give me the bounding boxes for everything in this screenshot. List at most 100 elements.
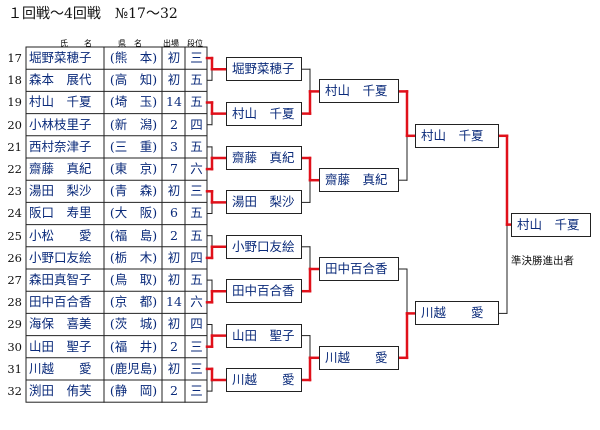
- player-number: 32: [7, 384, 22, 398]
- player-name: 小松 愛: [29, 227, 92, 243]
- player-entries: 3: [170, 138, 178, 154]
- player-prefecture: (三 重): [109, 138, 158, 154]
- winner-box: 川越 愛: [415, 301, 499, 326]
- header-entries: 出場: [163, 39, 179, 48]
- player-number: 20: [7, 117, 22, 132]
- player-prefecture: (大 阪): [109, 205, 158, 221]
- player-entries: 2: [170, 227, 178, 243]
- player-number: 31: [7, 361, 22, 376]
- winner-box: 村山 千夏: [415, 123, 499, 148]
- player-name: 川越 愛: [29, 360, 92, 376]
- player-name: 山田 聖子: [29, 338, 92, 354]
- player-rank: 五: [190, 94, 203, 110]
- player-number: 22: [7, 162, 22, 176]
- winner-box: 村山 千夏: [511, 212, 591, 237]
- player-entries: 14: [166, 294, 182, 310]
- header-prefecture: 県 名: [118, 39, 142, 48]
- player-entries: 初: [167, 316, 181, 332]
- winner-box: 齋藤 真紀: [226, 146, 302, 170]
- player-name: 村山 千夏: [29, 94, 92, 110]
- page-title: １回戦～4回戦 №17～32: [8, 6, 178, 22]
- player-prefecture: (青 森): [109, 183, 158, 199]
- player-rank: 四: [190, 249, 203, 265]
- player-rank: 三: [190, 360, 203, 376]
- player-entries: 初: [167, 50, 181, 65]
- player-entries: 7: [170, 161, 178, 176]
- header-rank: 段位: [187, 39, 203, 48]
- player-prefecture: (熊 本): [109, 50, 158, 65]
- winner-box: 村山 千夏: [319, 79, 399, 104]
- winner-box: 齋藤 真紀: [319, 168, 399, 193]
- player-entries: 初: [167, 249, 181, 265]
- winner-box: 川越 愛: [319, 345, 399, 370]
- player-rank: 五: [190, 138, 203, 154]
- player-name: 小野口友絵: [29, 249, 92, 265]
- player-name: 渕田 侑芙: [29, 383, 92, 398]
- player-number: 21: [7, 139, 22, 154]
- player-number: 24: [7, 206, 22, 221]
- player-prefecture: (埼 玉): [109, 94, 158, 110]
- winner-box: 堀野菜穂子: [226, 57, 302, 82]
- player-name: 湯田 梨沙: [29, 183, 92, 199]
- player-number: 28: [7, 295, 22, 310]
- player-rank: 五: [190, 205, 203, 221]
- player-name: 森田真智子: [29, 272, 92, 287]
- player-prefecture: (京 都): [109, 294, 158, 310]
- player-prefecture: (鳥 取): [109, 272, 158, 287]
- player-number: 30: [7, 339, 22, 354]
- player-name: 小林枝里子: [29, 116, 92, 132]
- winner-box: 田中百合香: [226, 279, 302, 304]
- player-rank: 三: [190, 338, 203, 354]
- winner-box: 村山 千夏: [226, 101, 302, 126]
- winner-box: 川越 愛: [226, 368, 302, 392]
- player-number: 29: [7, 317, 22, 332]
- player-rank: 三: [190, 383, 203, 398]
- player-rank: 五: [190, 72, 203, 88]
- player-name: 齋藤 真紀: [29, 161, 92, 176]
- player-prefecture: (鹿児島): [109, 360, 158, 376]
- player-rank: 五: [190, 227, 203, 243]
- player-prefecture: (新 潟): [109, 116, 158, 132]
- player-prefecture: (東 京): [109, 161, 158, 176]
- player-rank: 三: [190, 50, 203, 65]
- winner-box: 小野口友絵: [226, 234, 302, 259]
- player-name: 堀野菜穂子: [29, 50, 92, 65]
- player-number: 25: [7, 228, 22, 243]
- player-entries: 2: [170, 383, 178, 398]
- player-name: 田中百合香: [29, 294, 92, 310]
- player-prefecture: (福 島): [109, 227, 158, 243]
- player-rank: 四: [190, 116, 203, 132]
- player-rank: 三: [190, 183, 203, 199]
- player-number: 17: [7, 51, 22, 65]
- player-entries: 6: [170, 205, 178, 221]
- player-prefecture: (栃 木): [109, 249, 158, 265]
- player-number: 26: [7, 250, 22, 265]
- winner-box: 湯田 梨沙: [226, 190, 302, 215]
- player-entries: 初: [167, 272, 181, 287]
- player-rank: 四: [190, 316, 203, 332]
- player-entries: 初: [167, 360, 181, 376]
- player-entries: 2: [170, 338, 178, 354]
- player-rank: 六: [190, 161, 203, 176]
- player-entries: 14: [166, 94, 182, 110]
- header-name: 氏 名: [60, 39, 92, 48]
- player-name: 西村奈津子: [29, 138, 92, 154]
- player-prefecture: (高 知): [109, 72, 158, 88]
- player-rank: 五: [190, 272, 203, 287]
- player-name: 阪口 寿里: [29, 205, 92, 221]
- player-rank: 六: [190, 294, 203, 310]
- semifinalist-note: 準決勝進出者: [511, 255, 574, 267]
- player-prefecture: (福 井): [109, 338, 158, 354]
- player-number: 18: [7, 73, 22, 88]
- player-number: 19: [7, 95, 22, 110]
- player-number: 27: [7, 273, 22, 287]
- player-prefecture: (静 岡): [109, 383, 158, 398]
- winner-box: 田中百合香: [319, 257, 399, 281]
- player-name: 海保 喜美: [29, 316, 92, 332]
- player-entries: 初: [167, 183, 181, 199]
- player-name: 森本 展代: [29, 72, 92, 88]
- player-entries: 初: [167, 72, 181, 88]
- player-number: 23: [7, 184, 22, 199]
